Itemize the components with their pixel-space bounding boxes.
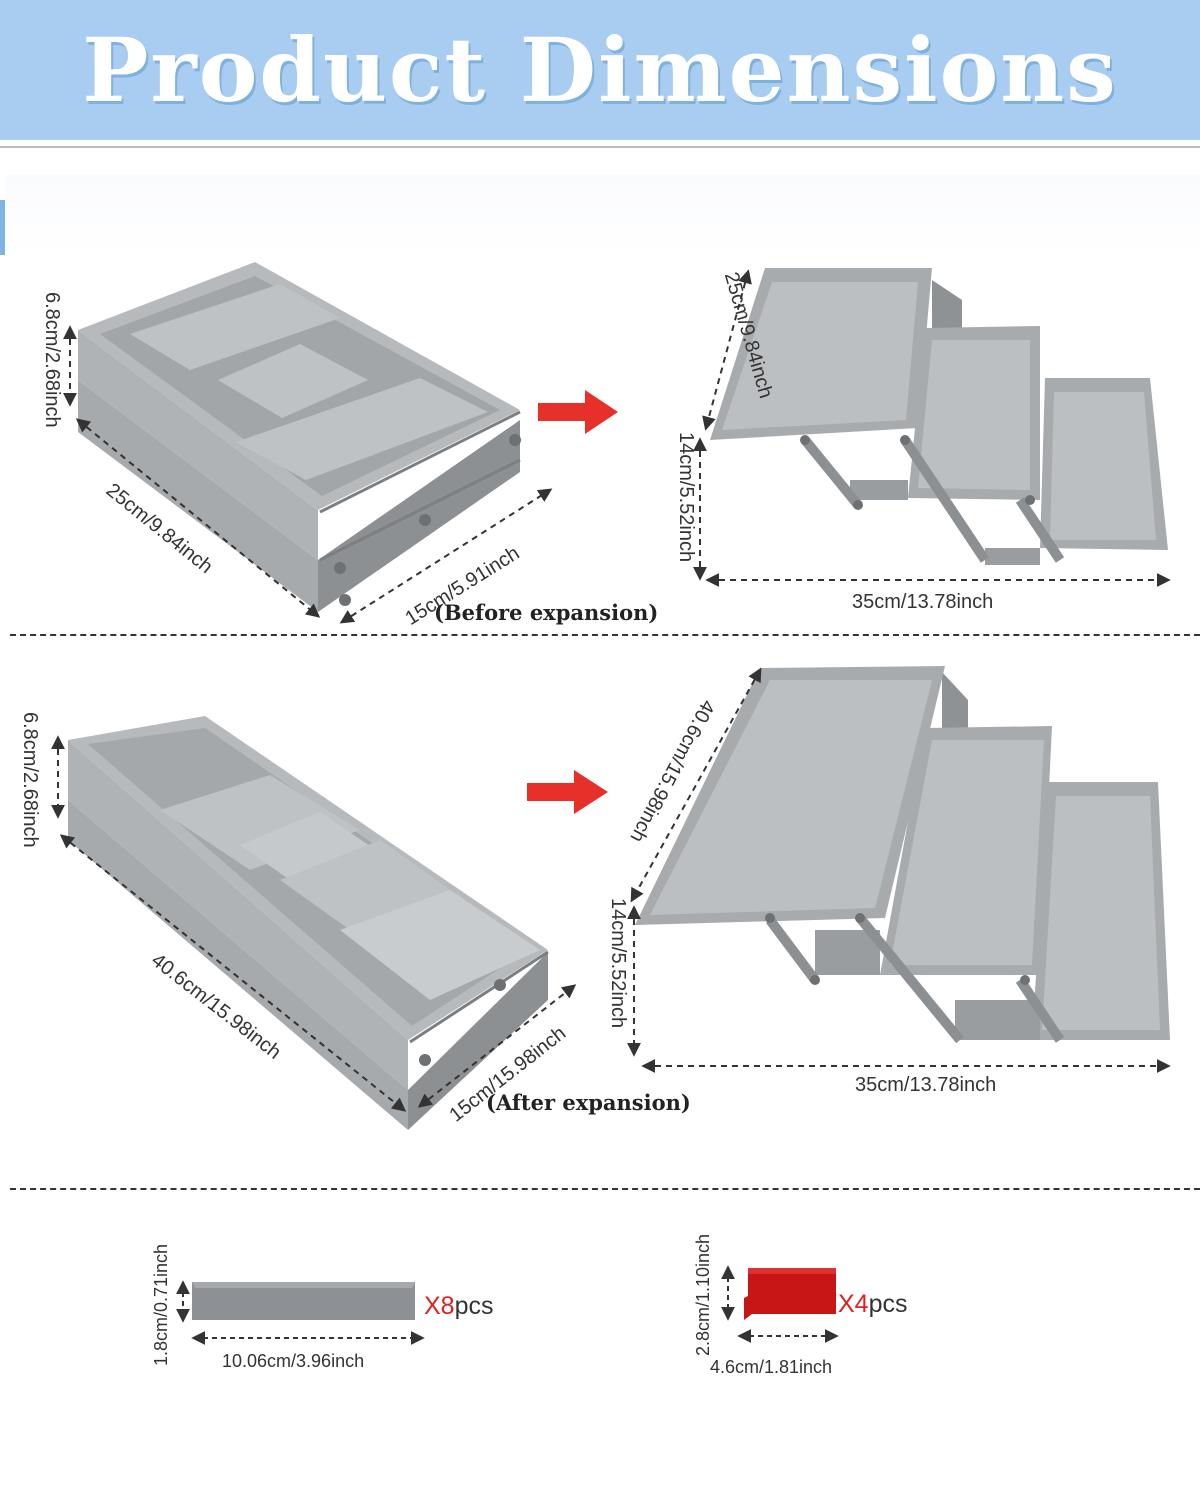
before-open-height-label: 14cm/5.52inch <box>675 432 697 563</box>
red-divider-quantity: X4pcs <box>838 1290 908 1319</box>
after-caption: (After expansion) <box>486 1090 691 1115</box>
header-gap <box>5 175 1200 255</box>
open-organizer-after <box>635 666 1170 1044</box>
red-divider-multiplier: X4 <box>838 1290 869 1318</box>
closed-organizer-after <box>68 716 549 1130</box>
banner-divider <box>0 146 1200 148</box>
expand-arrow <box>538 390 618 434</box>
closed-organizer-before <box>78 262 521 612</box>
after-open-width-label: 35cm/13.78inch <box>855 1074 997 1096</box>
page-title: Product Dimensions <box>82 18 1118 122</box>
red-divider-piece <box>744 1268 836 1320</box>
dim-line <box>59 834 407 1112</box>
before-open-width-label: 35cm/13.78inch <box>852 591 994 613</box>
gray-divider-height-label: 1.8cm/0.71inch <box>151 1243 171 1366</box>
gray-divider-piece <box>192 1282 415 1320</box>
expand-arrow <box>527 770 608 814</box>
red-divider-width-label: 4.6cm/1.81inch <box>710 1357 833 1377</box>
gray-divider-quantity: X8pcs <box>424 1292 494 1321</box>
accent-strip <box>0 200 5 255</box>
gray-divider-unit: pcs <box>454 1292 494 1320</box>
after-open-height-label: 14cm/5.52inch <box>607 898 629 1029</box>
dim-line <box>75 418 321 618</box>
red-divider-height-label: 2.8cm/1.10inch <box>693 1233 713 1356</box>
before-closed-height-label: 6.8cm/2.68inch <box>41 292 63 428</box>
section-divider <box>10 1188 1200 1190</box>
gray-divider-width-label: 10.06cm/3.96inch <box>222 1351 365 1371</box>
section-divider <box>10 634 1200 636</box>
title-banner: Product Dimensions <box>0 0 1200 140</box>
dim-line <box>339 488 553 624</box>
after-closed-height-label: 6.8cm/2.68inch <box>19 712 41 848</box>
before-caption: (Before expansion) <box>434 600 659 625</box>
gray-divider-multiplier: X8 <box>424 1292 455 1320</box>
open-organizer-before <box>710 268 1168 565</box>
dim-line <box>702 269 752 431</box>
red-divider-unit: pcs <box>868 1290 908 1318</box>
